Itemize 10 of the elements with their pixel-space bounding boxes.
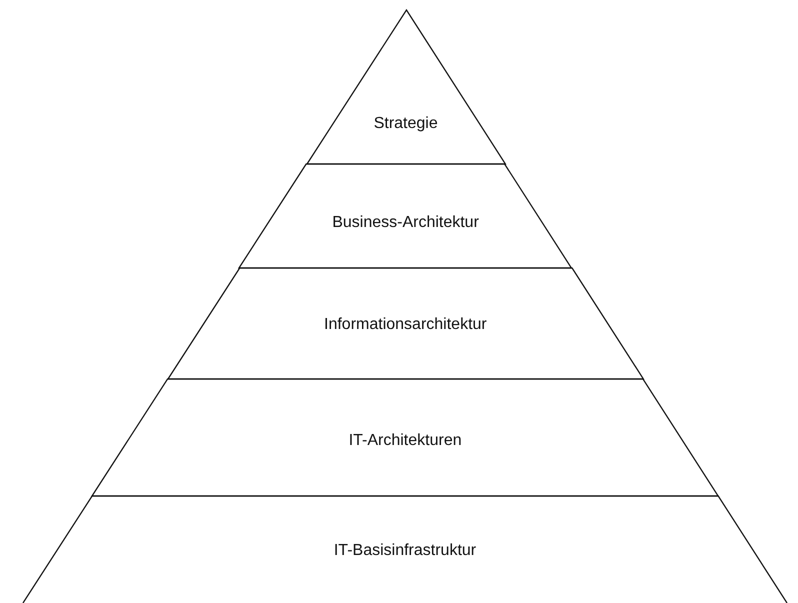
layer-label: Business-Architektur — [332, 214, 479, 232]
pyramid-layer — [238, 163, 573, 269]
layer-label: Strategie — [374, 115, 438, 133]
pyramid-layer — [166, 267, 644, 380]
layer-label: Informationsarchitektur — [324, 316, 487, 334]
pyramid-layer — [22, 495, 788, 603]
layer-label: IT-Basisinfrastruktur — [334, 542, 476, 560]
pyramid-layer — [91, 378, 720, 497]
layer-label: IT-Architekturen — [348, 432, 462, 450]
pyramid-top-triangle — [305, 9, 506, 165]
